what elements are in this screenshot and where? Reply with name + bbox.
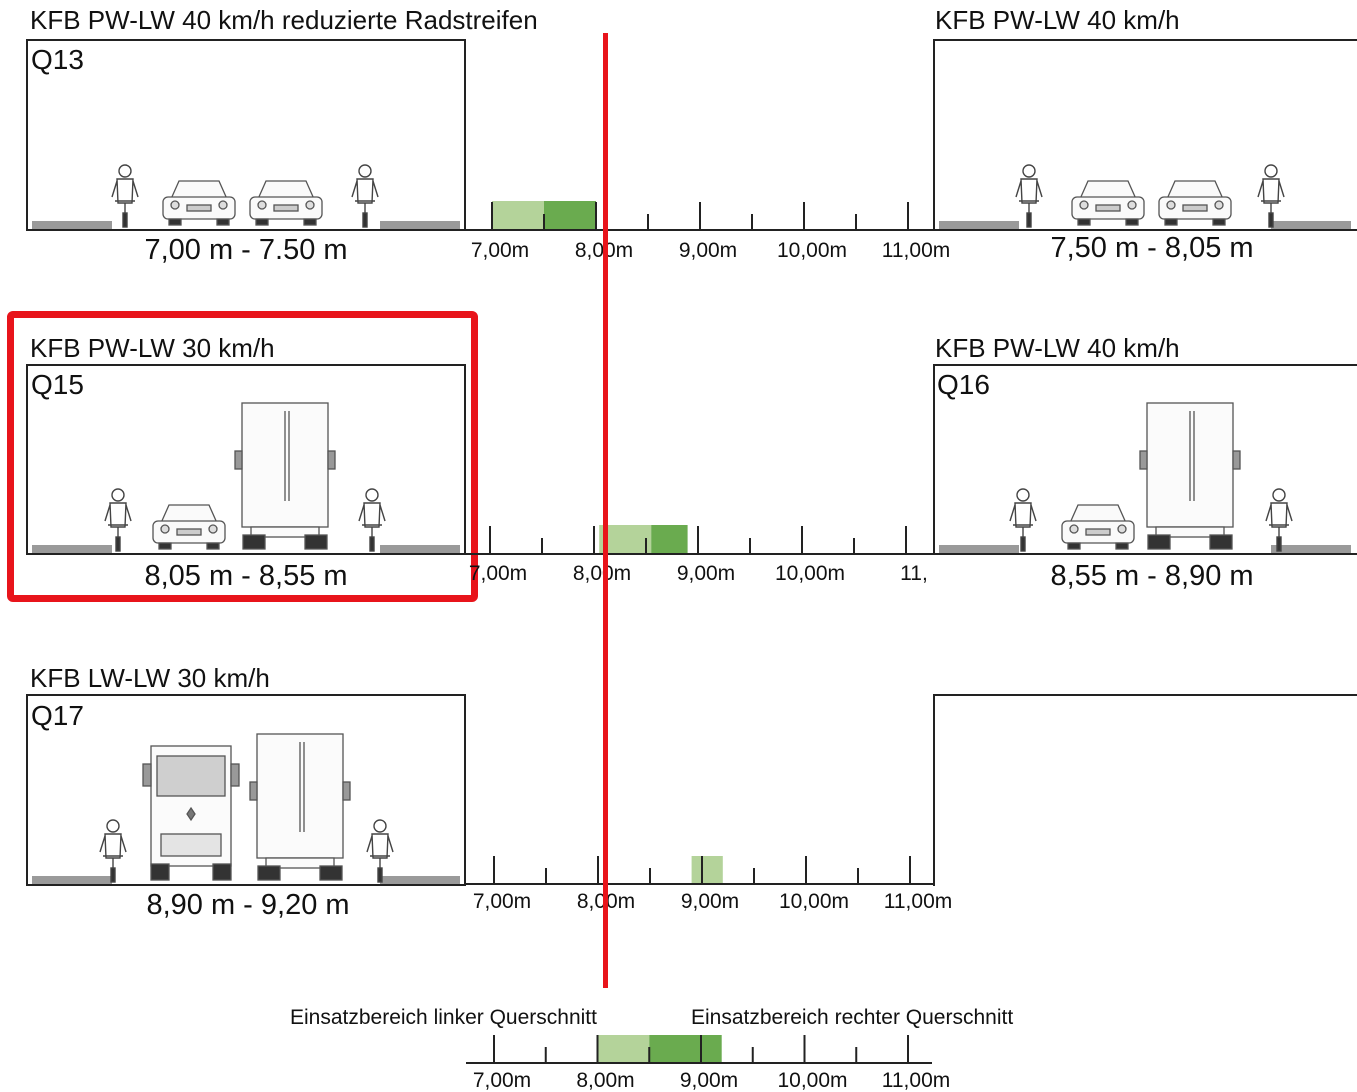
q15-highlight-box	[7, 311, 478, 602]
bicycle-icon	[111, 164, 139, 228]
road-surface	[933, 221, 1357, 231]
q17-title: KFB LW-LW 30 km/h	[30, 663, 270, 693]
q13-cross-section	[26, 164, 466, 231]
car-icon	[1158, 180, 1232, 226]
q16-title: KFB PW-LW 40 km/h	[935, 333, 1180, 363]
legend-right-label: Einsatzbereich rechter Querschnitt	[691, 1006, 1014, 1029]
scale-tick-label: 7,00m	[470, 239, 530, 262]
left-range-bar	[691, 856, 723, 884]
truck-rear-icon	[1139, 402, 1241, 550]
q16-range: 8,55 m - 8,90 m	[1050, 560, 1254, 592]
q13-panel	[26, 39, 466, 231]
row1-right-cross-section	[933, 164, 1357, 231]
row1-right-panel	[933, 39, 1357, 231]
scale-tick-label: 7,00m	[472, 1069, 532, 1092]
scale-tick-label: 9,00m	[676, 562, 736, 585]
scale-tick-label: 10,00m	[776, 239, 848, 262]
scale-tick-label: 8,00m	[576, 1069, 635, 1092]
row1-right-range: 7,50 m - 8,05 m	[1050, 232, 1254, 264]
car-icon	[152, 504, 226, 550]
left-range-bar	[492, 201, 544, 230]
row3-right-empty-panel	[933, 694, 1357, 886]
bicycle-icon	[366, 819, 394, 883]
bicycle-icon	[1009, 488, 1037, 552]
right-range-bar	[651, 525, 688, 554]
q17-panel	[26, 694, 466, 886]
scale-tick-label: 8,00m	[572, 562, 632, 585]
scale-tick-label: 9,00m	[679, 1069, 739, 1092]
q16-cross-section	[933, 402, 1357, 555]
scale-tick-label: 10,00m	[774, 562, 846, 585]
scale-tick-label: 7,00m	[468, 562, 528, 585]
road-surface	[26, 221, 466, 231]
q16-label: Q16	[937, 369, 990, 400]
car-icon	[162, 180, 236, 226]
bicycle-icon	[351, 164, 379, 228]
truck-rear-icon	[249, 733, 351, 881]
comparison-divider-line	[603, 33, 608, 988]
q15-panel	[26, 364, 466, 555]
scale-tick-label: 11,	[900, 562, 928, 585]
legend-left-label: Einsatzbereich linker Querschnitt	[290, 1006, 597, 1029]
q15-cross-section	[26, 402, 466, 555]
scale-tick-label: 11,00m	[881, 239, 951, 262]
car-icon	[1071, 180, 1145, 226]
right-range-bar	[544, 201, 596, 230]
road-surface	[26, 545, 466, 555]
q13-title: KFB PW-LW 40 km/h reduzierte Radstreifen	[30, 5, 538, 35]
bicycle-icon	[99, 819, 127, 883]
q15-label: Q15	[31, 369, 84, 400]
bicycle-icon	[104, 488, 132, 552]
scale-tick-label: 11,00m	[883, 890, 953, 913]
bicycle-icon	[358, 488, 386, 552]
q15-range: 8,05 m - 8,55 m	[144, 560, 348, 592]
left-range-bar	[597, 1035, 650, 1063]
car-icon	[1061, 504, 1135, 550]
q13-range: 7,00 m - 7.50 m	[144, 234, 348, 266]
q13-label: Q13	[31, 44, 84, 75]
q16-panel	[933, 364, 1357, 555]
right-range-bar	[649, 1035, 722, 1063]
bicycle-icon	[1015, 164, 1043, 228]
scale-tick-label: 10,00m	[777, 1069, 848, 1092]
q17-label: Q17	[31, 700, 84, 731]
road-surface	[933, 545, 1357, 555]
q15-title: KFB PW-LW 30 km/h	[30, 333, 275, 363]
row1-right-title: KFB PW-LW 40 km/h	[935, 5, 1180, 35]
bicycle-icon	[1257, 164, 1285, 228]
road-surface	[26, 876, 466, 886]
car-icon	[249, 180, 323, 226]
scale-tick-label: 9,00m	[678, 239, 738, 262]
truck-front-icon	[142, 745, 240, 881]
q17-range: 8,90 m - 9,20 m	[146, 889, 350, 921]
scale-tick-label: 10,00m	[778, 890, 850, 913]
scale-tick-label: 9,00m	[680, 890, 740, 913]
q17-cross-section	[26, 733, 466, 886]
scale-tick-label: 7,00m	[472, 890, 532, 913]
truck-rear-icon	[234, 402, 336, 550]
scale-tick-label: 11,00m	[881, 1069, 951, 1092]
bicycle-icon	[1265, 488, 1293, 552]
